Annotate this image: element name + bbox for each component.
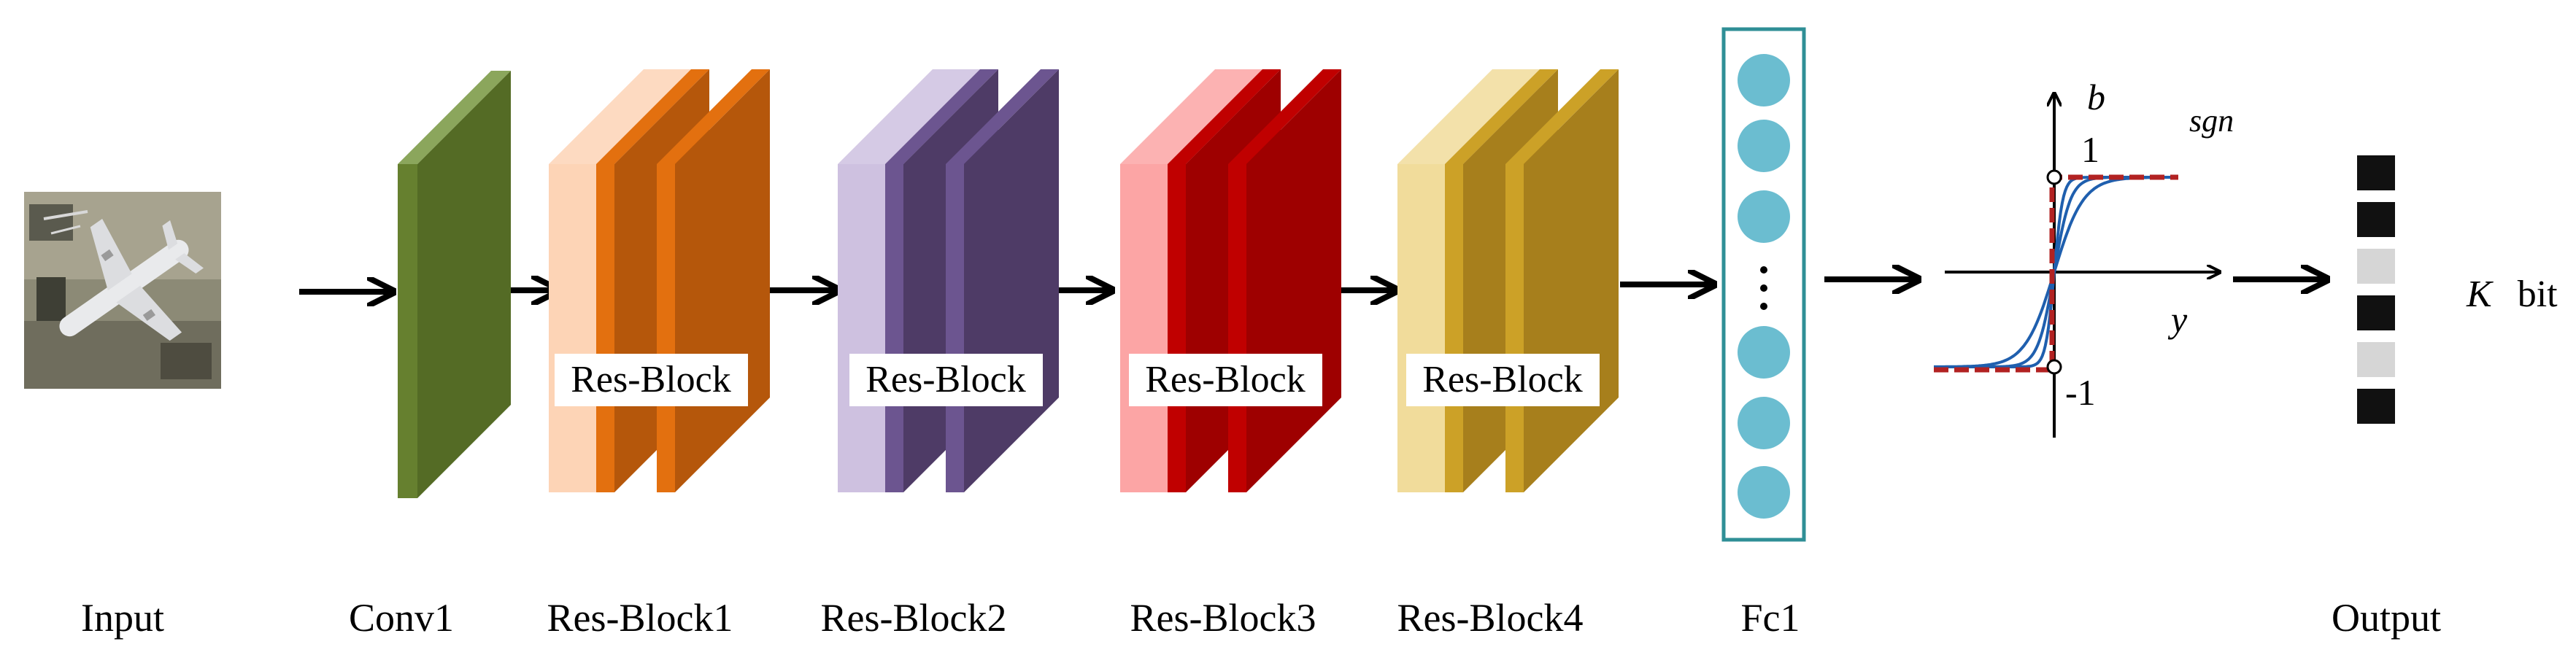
sgn-plot: b y sgn 1 -1: [1934, 77, 2234, 438]
label-res-block2: Res-Block2: [821, 596, 1007, 640]
conv1-layer: [398, 71, 511, 498]
slab-front: [549, 164, 596, 492]
output-bit-label: K bit: [2466, 274, 2558, 315]
slab-front: [1397, 164, 1445, 492]
slab-top: [946, 69, 1059, 164]
plot-tick-negative: -1: [2065, 372, 2096, 413]
plot-function-label: sgn: [2189, 103, 2234, 139]
output-bit-unit: bit: [2518, 274, 2558, 315]
slab-top: [1397, 69, 1540, 164]
fc1-ellipsis-dot: [1760, 303, 1767, 310]
slab-top: [596, 69, 709, 164]
fc1-ellipsis-dot: [1760, 266, 1767, 274]
output-bit-cell: [2357, 389, 2395, 424]
plot-tick-positive: 1: [2081, 129, 2099, 170]
slab-top: [549, 69, 691, 164]
fc1-ellipsis-dot: [1760, 284, 1767, 292]
label-res-block3: Res-Block3: [1130, 596, 1316, 640]
fc1-node: [1738, 120, 1790, 172]
fc1-layer: [1721, 27, 1806, 542]
res-block-label-box: [1406, 354, 1600, 406]
slab-front: [1120, 164, 1168, 492]
slab-front: [838, 164, 885, 492]
res-block-4: Res-Block: [1397, 69, 1619, 492]
sgn-curve: [1934, 174, 2178, 373]
input-image: [24, 192, 221, 389]
slab-top: [838, 69, 980, 164]
res-block-label: Res-Block: [1145, 359, 1306, 400]
output-bit-var: K: [2466, 274, 2494, 315]
output-bit-cell: [2357, 342, 2395, 377]
output-bit-cell: [2357, 295, 2395, 330]
res-blocks: Res-Block Res-Block Res-Block Res-Block: [549, 69, 1619, 492]
slab-top: [1228, 69, 1341, 164]
res-block-label: Res-Block: [571, 359, 731, 400]
output-bit-cell: [2357, 249, 2395, 284]
slab-front: [1505, 164, 1524, 492]
slab-top: [1505, 69, 1619, 164]
res-block-label-box: [1129, 354, 1322, 406]
label-input: Input: [81, 596, 164, 640]
res-block-label-box: [849, 354, 1043, 406]
label-fc1: Fc1: [1741, 596, 1800, 640]
res-block-3: Res-Block: [1120, 69, 1341, 492]
fc1-node: [1738, 397, 1790, 449]
output-bit-cell: [2357, 202, 2395, 237]
slab-front: [1228, 164, 1246, 492]
res-block-1: Res-Block: [549, 69, 770, 492]
label-output: Output: [2332, 596, 2441, 640]
slab-front: [946, 164, 964, 492]
slab-top: [1445, 69, 1558, 164]
plot-y-axis-label: b: [2087, 77, 2105, 117]
tick-marker-negative: [2046, 359, 2062, 375]
slab-front: [596, 164, 614, 492]
slab-top: [885, 69, 998, 164]
plot-x-axis-label: y: [2167, 299, 2188, 340]
label-res-block1: Res-Block1: [547, 596, 733, 640]
slab-front: [1168, 164, 1186, 492]
output-bit-cell: [2357, 155, 2395, 190]
stage-labels: Input Conv1 Res-Block1 Res-Block2 Res-Bl…: [81, 596, 2441, 640]
slab-front: [1445, 164, 1463, 492]
res-block-label: Res-Block: [865, 359, 1026, 400]
slab-top: [1168, 69, 1281, 164]
fc1-node: [1738, 190, 1790, 243]
res-block-label: Res-Block: [1422, 359, 1583, 400]
slab-top: [657, 69, 770, 164]
fc1-node: [1738, 326, 1790, 379]
res-block-2: Res-Block: [838, 69, 1059, 492]
label-conv1: Conv1: [349, 596, 454, 640]
slab-top: [1120, 69, 1262, 164]
output-code: [2357, 155, 2395, 424]
fc1-border: [1721, 27, 1806, 542]
fc1-nodes: [1738, 54, 1790, 519]
tick-marker-positive: [2046, 169, 2062, 185]
fc1-node: [1738, 466, 1790, 519]
res-block-label-box: [555, 354, 748, 406]
label-res-block4: Res-Block4: [1397, 596, 1584, 640]
slab-front: [657, 164, 675, 492]
fc1-node: [1738, 54, 1790, 106]
slab-front: [885, 164, 903, 492]
